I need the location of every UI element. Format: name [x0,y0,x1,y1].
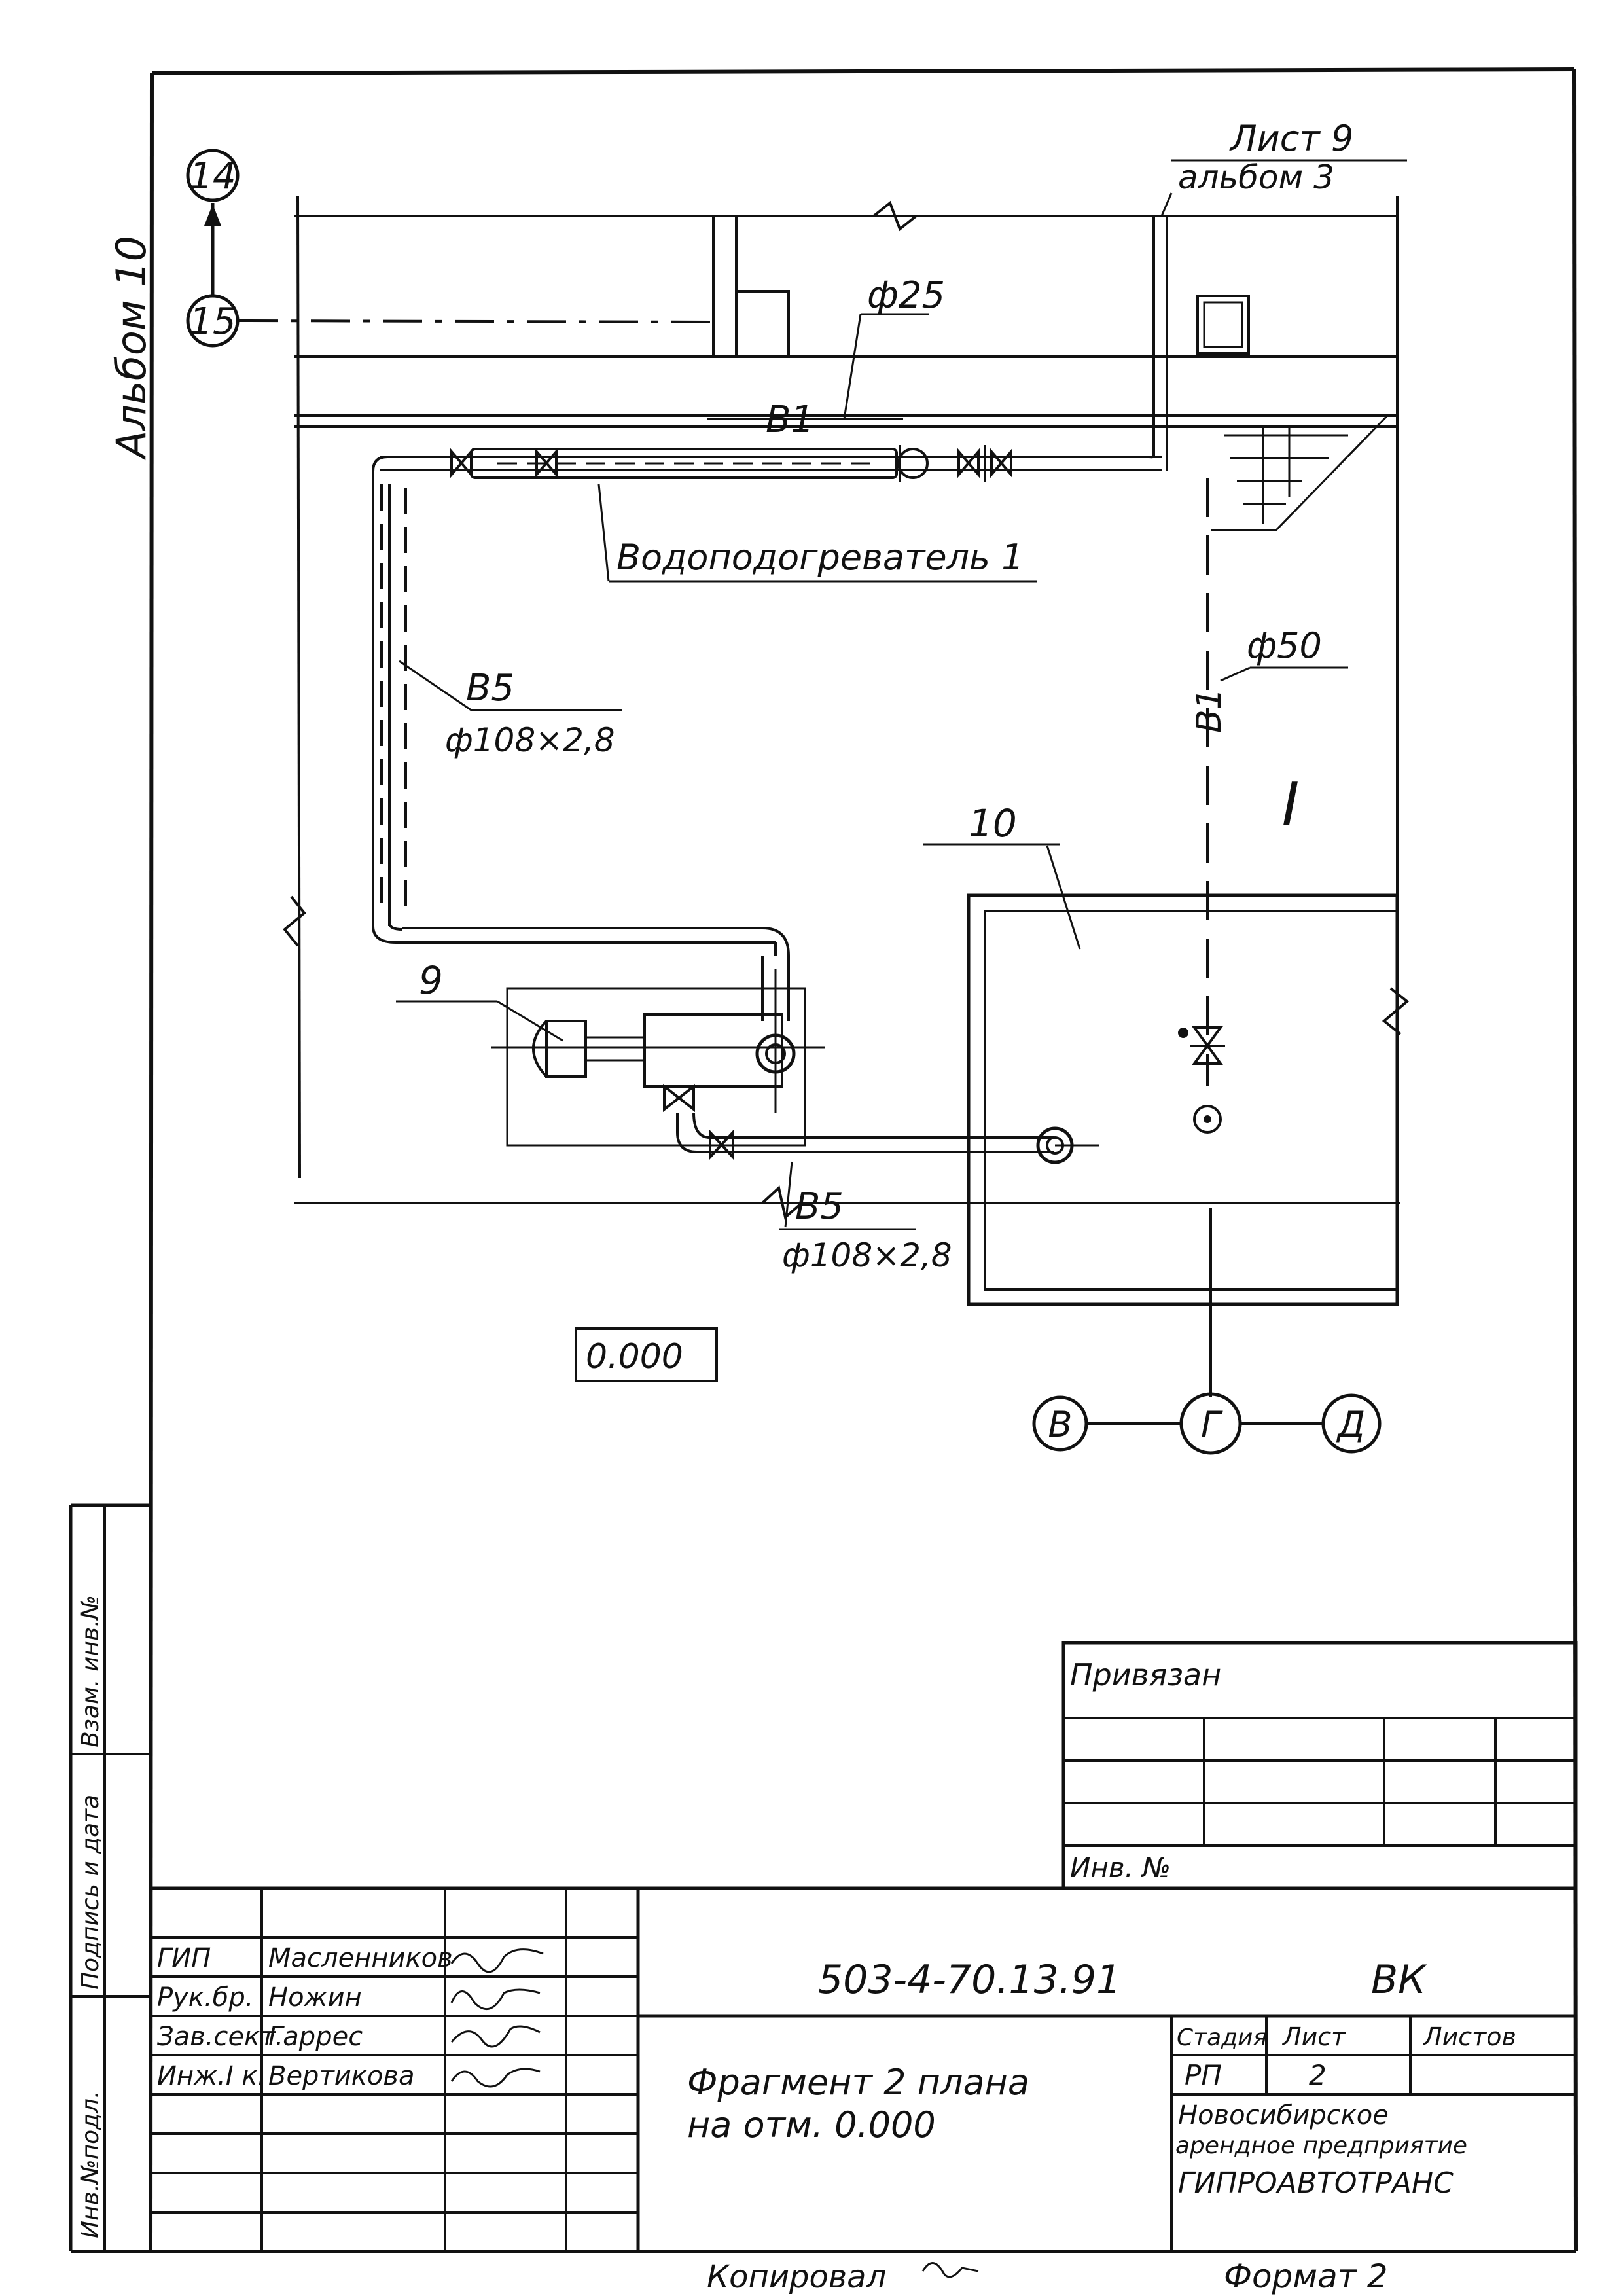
sheet-title-line2: на отм. 0.000 [687,2104,936,2145]
heater-label: Водоподогреватель 1 [616,537,1024,578]
side-stamp-col2: Подпись и дата [77,1795,104,1990]
axis-g-label: Г [1201,1404,1223,1445]
tank-10-label: 10 [969,801,1017,846]
org-line2: арендное предприятие [1175,2132,1467,2159]
sheets-label: Листов [1422,2022,1516,2051]
pipe-b5-left [372,456,790,1021]
footer-copied: Копировал [707,2259,886,2295]
pipe-b5-left-name: В5 [466,667,514,709]
sheet-frame [71,67,1578,2253]
org-line3: ГИПРОАВТОТРАНС [1178,2166,1454,2200]
stage-label: Стадия [1177,2024,1267,2051]
footer-format: Формат 2 [1224,2257,1388,2295]
role-1: Рук.бр. [157,1982,253,2013]
pump-9 [491,969,825,1147]
pipe-b5-bottom [676,1112,1099,1164]
title-block [152,1886,1576,2251]
side-stamp-col3: Взам. инв.№ [77,1595,104,1748]
side-stamp [69,1503,152,2251]
axis-v-g-d [1032,1208,1382,1455]
pipe-b1-horizontal [380,216,1168,482]
pipe-b5-bottom-name: В5 [795,1185,844,1228]
side-stamp-col1: Инв.№подл. [77,2091,104,2238]
name-0: Масленников [268,1943,453,1973]
pipe-d50-label: ф50 [1247,625,1322,666]
binding-inv: Инв. № [1070,1852,1171,1884]
ref-album-label: альбом 3 [1178,158,1334,196]
name-1: Ножин [268,1982,362,2013]
signature-marks [450,1948,544,2088]
copied-signature [921,2262,979,2278]
role-2: Зав.сект. [157,2022,283,2052]
axis-d-label: Д [1336,1404,1365,1445]
axis-14-label: 14 [189,155,236,198]
role-0: ГИП [157,1943,211,1973]
doc-code: 503-4-70.13.91 [818,1957,1121,2003]
pump-9-label: 9 [419,958,443,1003]
room-roman-label: I [1282,770,1300,839]
level-mark-box [575,1327,718,1382]
level-mark: 0.000 [586,1337,683,1376]
role-3: Инж.I к. [157,2061,266,2091]
stage-value: РП [1185,2059,1222,2091]
sheet-label: Лист [1281,2022,1347,2051]
name-3: Вертикова [268,2061,414,2091]
pipe-b5-left-size: ф108×2,8 [445,721,615,759]
tank-10 [967,893,1399,1306]
axis-14-15 [186,149,721,348]
pipe-b1-vertical-label: В1 [1190,688,1229,733]
sheet-value: 2 [1309,2059,1327,2091]
org-line1: Новосибирское [1178,2100,1389,2130]
ref-sheet-label: Лист 9 [1229,118,1353,159]
pipe-b1-vertical [1178,478,1225,1134]
album-label: Альбом 10 [107,236,155,461]
pipe-d25-label: ф25 [867,274,945,317]
sheet-title-line1: Фрагмент 2 плана [687,2062,1029,2103]
pipe-b5-bottom-size: ф108×2,8 [782,1236,952,1274]
building-outline [283,196,1410,1220]
doc-mark: ВК [1371,1957,1427,2003]
axis-v-label: В [1048,1404,1072,1445]
binding-block [1061,1641,1578,1890]
binding-title: Привязан [1070,1657,1221,1693]
axis-15-label: 15 [189,300,236,343]
name-2: Гаррес [268,2022,363,2052]
